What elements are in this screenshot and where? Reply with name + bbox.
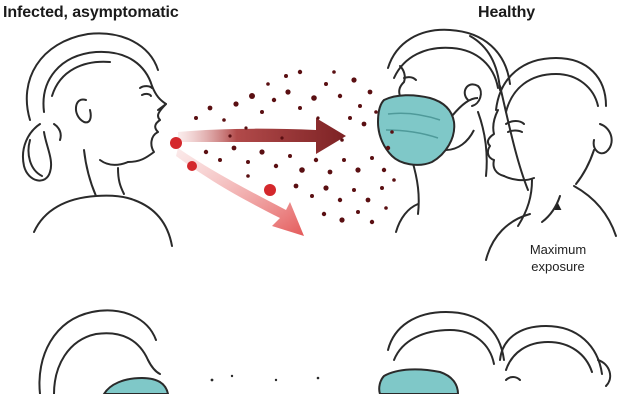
large-droplets [170, 137, 276, 196]
exposure-marker-icon: ▲ [548, 198, 568, 214]
healthy-label: Healthy [478, 4, 535, 22]
bottom-infected-mask [104, 378, 168, 394]
exposure-label-line1: Maximum [516, 242, 600, 258]
bottom-particles [211, 375, 320, 382]
aerosol-particles [194, 70, 396, 224]
infected-person-figure [23, 33, 172, 246]
infected-label: Infected, asymptomatic [3, 4, 179, 22]
mask-top [378, 95, 478, 165]
droplet-arrow-ballistic [176, 148, 304, 236]
exposure-label-line2: exposure [516, 259, 600, 275]
unmasked-person-figure [486, 58, 616, 260]
aerosol-arrows [176, 118, 346, 236]
bottom-healthy-mask [379, 369, 458, 394]
aerosol-arrow-main [178, 118, 346, 154]
